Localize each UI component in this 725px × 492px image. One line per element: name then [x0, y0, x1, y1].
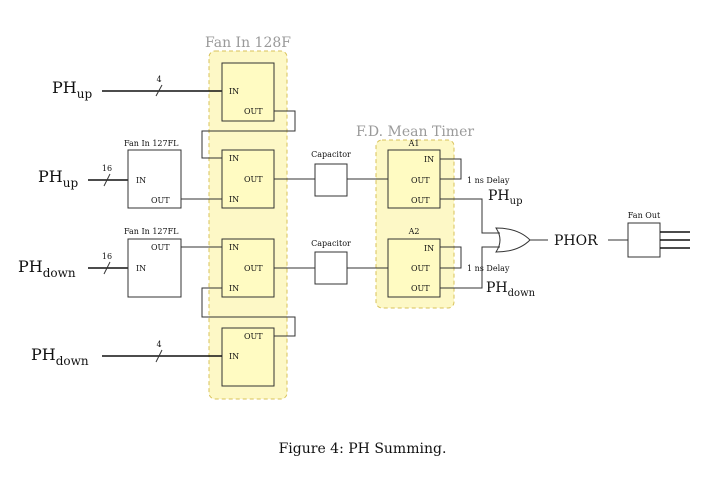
fan128-box-4 [221, 327, 275, 387]
port-label: IN [229, 243, 239, 252]
port-label: IN [229, 195, 239, 204]
or-gate [495, 227, 531, 253]
port-label: OUT [151, 196, 170, 205]
capacitor-bottom-box [314, 251, 348, 285]
wire-a1-to-or [440, 198, 500, 234]
port-label: IN [136, 176, 146, 185]
capacitor-top-box [314, 163, 348, 197]
input-ph-down-1: PHdown [18, 257, 76, 280]
mean-timer-label: F.D. Mean Timer [356, 124, 474, 140]
port-label: IN [136, 264, 146, 273]
delay-loop-a2 [440, 246, 462, 269]
port-label: IN [424, 155, 434, 164]
fan128-box-2 [221, 149, 275, 209]
a2-title: A2 [408, 227, 420, 236]
port-label: OUT [244, 175, 263, 184]
port-label: OUT [411, 196, 430, 205]
or-input-ph-up: PHup [488, 188, 522, 207]
port-label: IN [229, 87, 239, 96]
port-label: IN [229, 352, 239, 361]
capacitor-top-label: Capacitor [311, 150, 351, 159]
delay-loop-a1 [440, 158, 462, 180]
bus-width-label: 4 [156, 340, 161, 349]
mean-timer-a1 [387, 149, 441, 209]
wire-box1-to-box2 [201, 110, 296, 159]
bus-slash [155, 349, 163, 363]
port-label: OUT [244, 332, 263, 341]
port-label: OUT [151, 243, 170, 252]
wire-a2-to-or [440, 246, 500, 289]
port-label: IN [424, 244, 434, 253]
bus-slash [103, 261, 111, 275]
fan-in-128f-group [208, 50, 288, 400]
a1-delay-label: 1 ns Delay [467, 176, 510, 185]
port-label: OUT [411, 176, 430, 185]
wire-box4-to-box3 [201, 287, 296, 337]
phor-label: PHOR [554, 233, 598, 249]
bus-width-label: 4 [156, 75, 161, 84]
bus-slash [155, 84, 163, 97]
fanin127-bottom-title: Fan In 127FL [124, 227, 179, 236]
input-ph-down-2: PHdown [31, 345, 89, 368]
a1-title: A1 [408, 139, 420, 148]
port-label: OUT [411, 264, 430, 273]
fan128-box-3 [221, 238, 275, 298]
bus-width-label: 16 [102, 252, 112, 261]
capacitor-bottom-label: Capacitor [311, 239, 351, 248]
port-label: IN [229, 154, 239, 163]
fan128-box-1 [221, 62, 275, 122]
a2-delay-label: 1 ns Delay [467, 264, 510, 273]
fanin127-bottom-box [127, 238, 182, 298]
input-ph-up-2: PHup [38, 167, 78, 190]
bus-width-label: 16 [102, 164, 112, 173]
fan-out-box [627, 222, 661, 258]
port-label: OUT [244, 107, 263, 116]
or-input-ph-down: PHdown [486, 280, 536, 299]
fan-out-label: Fan Out [628, 211, 661, 220]
port-label: IN [229, 284, 239, 293]
input-ph-up-1: PHup [52, 78, 92, 101]
bus-slash [103, 173, 111, 187]
port-label: OUT [411, 284, 430, 293]
fan-in-128f-label: Fan In 128F [205, 35, 291, 51]
figure-caption: Figure 4: PH Summing. [278, 441, 447, 457]
port-label: OUT [244, 264, 263, 273]
fanin127-top-title: Fan In 127FL [124, 139, 179, 148]
fanin127-top-box [127, 149, 182, 209]
